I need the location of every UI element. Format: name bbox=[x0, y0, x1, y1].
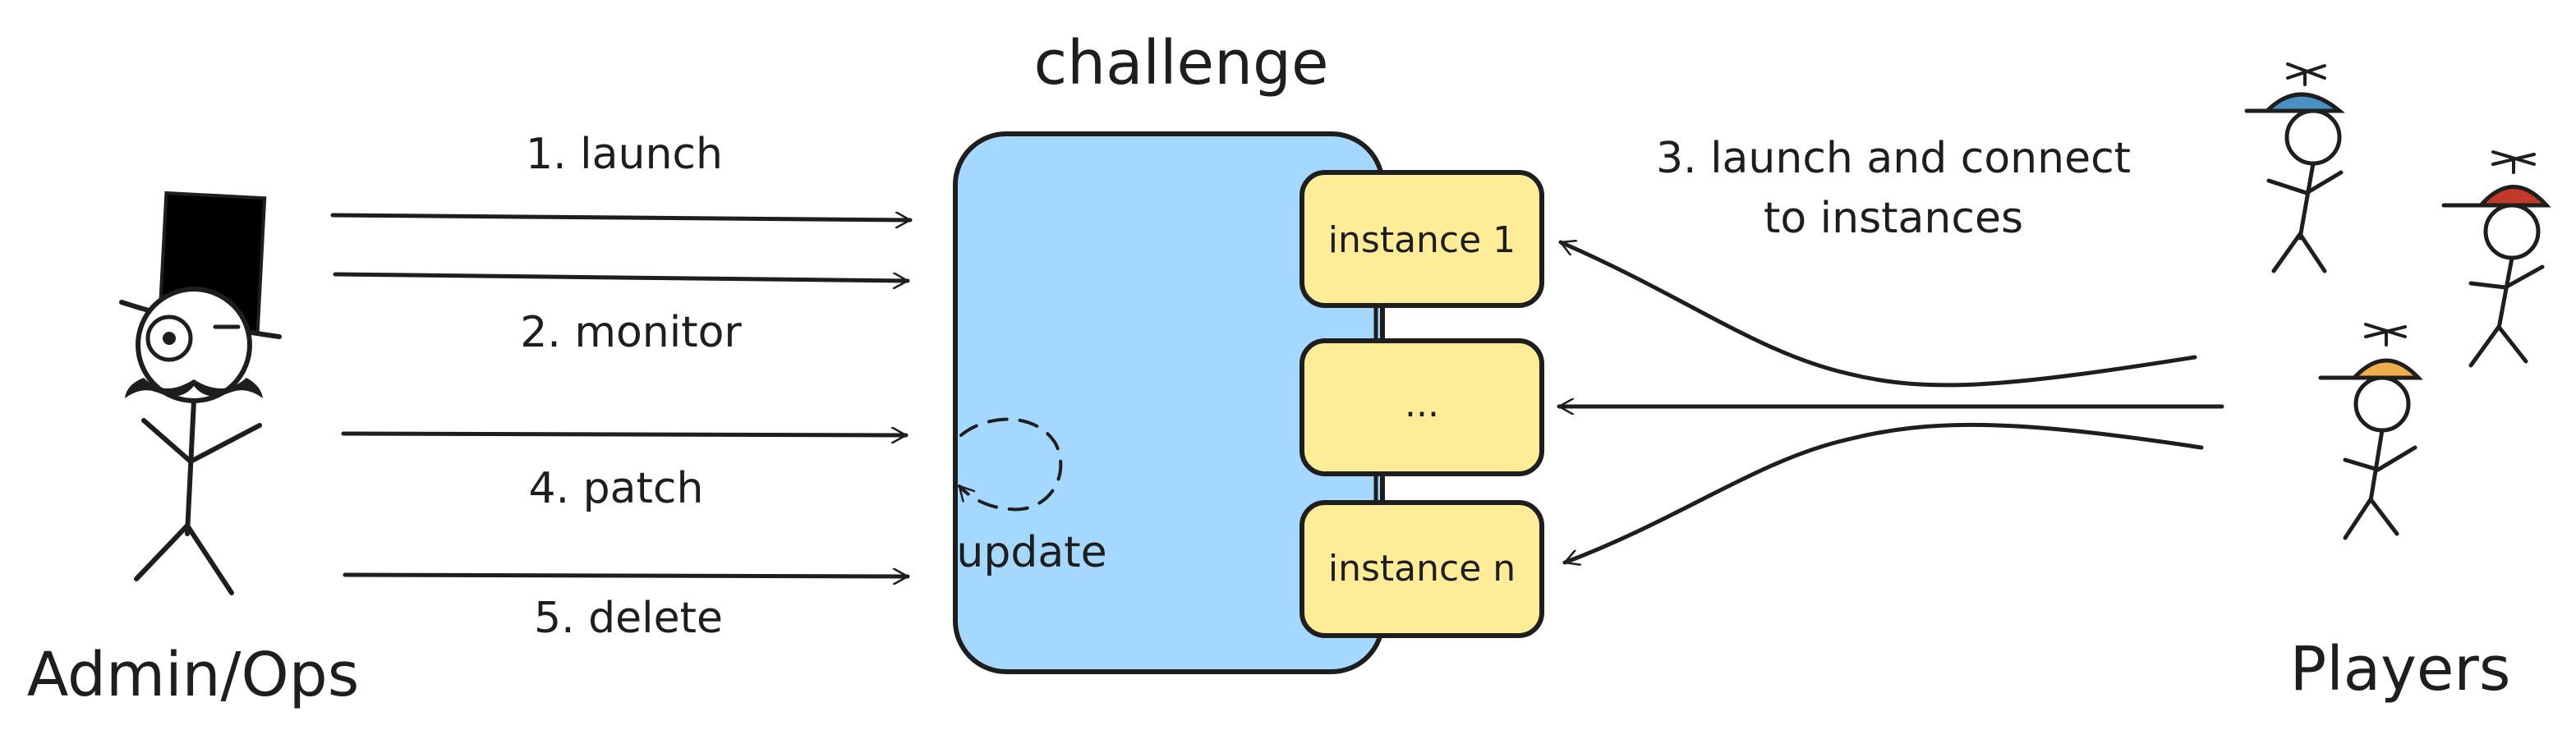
player-stick-figure-icon bbox=[2441, 150, 2551, 368]
connect-arrow-bottom bbox=[1562, 422, 2204, 563]
patch-arrow bbox=[341, 434, 908, 435]
instance-middle-box[interactable] bbox=[1300, 338, 1544, 476]
connect-arrow-top bbox=[1558, 242, 2197, 388]
instance-1-box[interactable] bbox=[1300, 170, 1544, 308]
step-delete-label: 5. delete bbox=[534, 594, 723, 643]
update-label: update bbox=[956, 528, 1106, 577]
step-monitor-label: 2. monitor bbox=[520, 308, 742, 357]
monitor-arrow bbox=[333, 272, 910, 281]
admin-label: Admin/Ops bbox=[27, 640, 360, 710]
instance-middle-label: ... bbox=[1405, 383, 1439, 425]
step-launch-label: 1. launch bbox=[526, 130, 723, 179]
step-connect-label-1: 3. launch and connect bbox=[1656, 134, 2131, 183]
admin-stick-figure-icon bbox=[119, 191, 282, 595]
step-patch-label: 4. patch bbox=[529, 464, 704, 513]
instance-1-label: instance 1 bbox=[1328, 219, 1516, 261]
players-label: Players bbox=[2290, 634, 2511, 705]
player-stick-figure-icon bbox=[2244, 62, 2345, 273]
step-connect-label-2: to instances bbox=[1764, 194, 2023, 243]
delete-arrow bbox=[343, 575, 910, 576]
update-loop-arrow bbox=[958, 417, 1063, 512]
player-stick-figure-icon bbox=[2318, 323, 2423, 540]
instance-n-box[interactable] bbox=[1300, 500, 1544, 638]
instance-n-label: instance n bbox=[1328, 548, 1516, 590]
launch-arrow bbox=[330, 215, 913, 220]
challenge-title: challenge bbox=[1034, 28, 1329, 99]
